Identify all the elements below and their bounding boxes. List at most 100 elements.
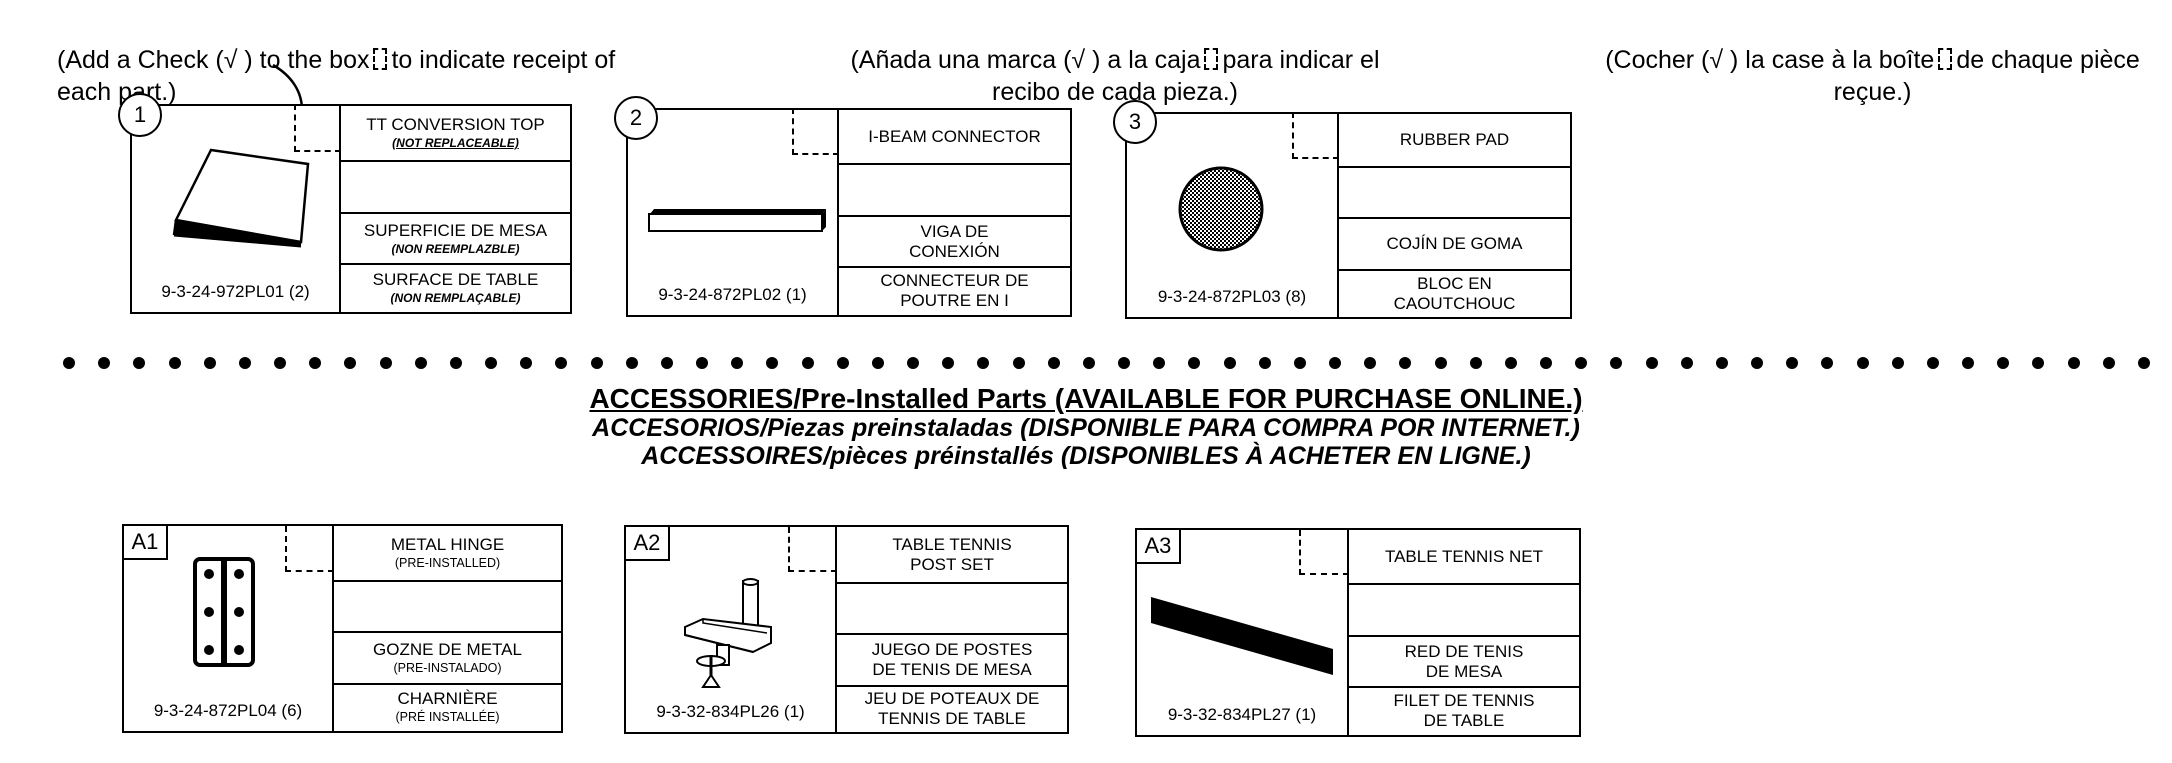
separator-dot <box>731 357 743 369</box>
table-tennis-net-icon <box>1151 597 1333 675</box>
separator-dot <box>907 357 919 369</box>
label-spanish: GOZNE DE METAL <box>373 639 522 659</box>
separator-dot <box>485 357 497 369</box>
part-card-3: 9-3-24-872PL03 (8) RUBBER PAD COJÍN DE G… <box>1125 112 1572 319</box>
label-spanish-line1: JUEGO DE POSTES <box>871 640 1033 659</box>
receipt-checkbox[interactable] <box>1299 530 1349 575</box>
receipt-checkbox[interactable] <box>285 526 334 572</box>
separator-dot <box>1329 357 1341 369</box>
accessories-heading-spanish: ACCESORIOS/Piezas preinstaladas (DISPONI… <box>592 414 1580 442</box>
separator-dot <box>63 357 75 369</box>
description-blank <box>837 582 1067 633</box>
description-french: SURFACE DE TABLE (NON REMPLAÇABLE) <box>341 263 570 311</box>
label-french: SURFACE DE TABLE <box>372 270 539 289</box>
separator-dot <box>520 357 532 369</box>
separator-dot <box>380 357 392 369</box>
part-number: 9-3-24-872PL03 (8) <box>1157 287 1307 306</box>
receipt-checkbox[interactable] <box>788 527 837 572</box>
separator-dot <box>591 357 603 369</box>
accessory-label: A3 <box>1134 527 1182 564</box>
part-number-badge: 3 <box>1113 100 1157 144</box>
instruction-spanish-line2: recibo de cada pieza.) <box>992 78 1238 106</box>
note-spanish: (PRE-INSTALADO) <box>393 660 502 675</box>
label-french-line2: POUTRE EN I <box>900 291 1009 310</box>
separator-dot <box>1083 357 1095 369</box>
receipt-checkbox[interactable] <box>1292 112 1339 159</box>
part-number: 9-3-32-834PL27 (1) <box>1167 705 1317 724</box>
separator-dot <box>2032 357 2044 369</box>
label-spanish-line1: VIGA DE <box>920 221 989 241</box>
label-spanish-line2: DE MESA <box>1425 661 1503 681</box>
accessory-description: TABLE TENNIS NET RED DE TENIS DE MESA FI… <box>1347 530 1579 735</box>
description-blank <box>1349 583 1579 635</box>
instruction-english-before: (Add a Check (√ ) to the box <box>57 46 370 74</box>
part-number: 9-3-24-972PL01 (2) <box>161 282 310 301</box>
instruction-french-after: de chaque pièce <box>1956 46 2140 74</box>
label-french-line1: CONNECTEUR DE <box>880 271 1029 290</box>
description-blank <box>334 580 561 631</box>
accessory-card-a2: A2 9-3-32-834PL26 (1) TABLE TENNIS POST … <box>623 524 1069 734</box>
separator-dot <box>2103 357 2115 369</box>
separator-dot <box>942 357 954 369</box>
separator-dot <box>1927 357 1939 369</box>
receipt-checkbox[interactable] <box>294 104 341 152</box>
separator-dot <box>837 357 849 369</box>
description-french: FILET DE TENNIS DE TABLE <box>1349 686 1579 734</box>
separator-dot <box>1997 357 2009 369</box>
instruction-french-line2: reçue.) <box>1833 78 1912 106</box>
part-image-area: 9-3-24-872PL02 (1) <box>628 108 839 315</box>
separator-dot <box>1540 357 1552 369</box>
separator-dot <box>1470 357 1482 369</box>
metal-hinge-icon <box>193 557 255 667</box>
separator-dot <box>309 357 321 369</box>
description-spanish: VIGA DE CONEXIÓN <box>839 215 1070 266</box>
part-card-2: 9-3-24-872PL02 (1) I-BEAM CONNECTOR VIGA… <box>626 108 1072 317</box>
separator-dot <box>555 357 567 369</box>
accessory-image-area: A3 9-3-32-834PL27 (1) <box>1134 527 1349 735</box>
separator-dot <box>1575 357 1587 369</box>
part-number: 9-3-24-872PL02 (1) <box>658 285 807 304</box>
separator-dot <box>204 357 216 369</box>
accessories-heading-french: ACCESSOIRES/pièces préinstallés (DISPONI… <box>641 442 1531 470</box>
description-spanish: SUPERFICIE DE MESA (NON REEMPLAZBLE) <box>341 212 570 263</box>
description-english: TABLE TENNIS POST SET <box>837 527 1067 582</box>
label-french-line1: JEU DE POTEAUX DE <box>864 689 1040 708</box>
checkbox-icon <box>373 48 388 70</box>
part-number: 9-3-32-834PL26 (1) <box>656 702 805 721</box>
accessory-card-a3: A3 9-3-32-834PL27 (1) TABLE TENNIS NET R… <box>1134 527 1581 737</box>
description-spanish: GOZNE DE METAL (PRE-INSTALADO) <box>334 631 561 683</box>
note-english: (NOT REPLACEABLE) <box>392 136 519 150</box>
note-french: (PRÉ INSTALLÉE) <box>395 710 500 724</box>
checkbox-icon <box>1204 48 1219 70</box>
separator-dot <box>1646 357 1658 369</box>
separator-dot <box>802 357 814 369</box>
checkbox-icon <box>1938 48 1953 70</box>
note-french: (NON REMPLAÇABLE) <box>390 291 521 305</box>
separator-dot <box>766 357 778 369</box>
accessory-card-a1: A1 9-3-24-872PL04 (6) METAL HINGE (PRE-I… <box>121 523 563 733</box>
separator-dot <box>98 357 110 369</box>
separator-dot <box>1962 357 1974 369</box>
label-french: CHARNIÈRE <box>397 689 498 708</box>
separator-dot <box>1751 357 1763 369</box>
description-blank <box>839 163 1070 215</box>
separator-dot <box>1048 357 1060 369</box>
description-blank <box>1339 166 1570 217</box>
separator-dot <box>1013 357 1025 369</box>
part-number: 9-3-24-872PL04 (6) <box>153 701 303 720</box>
separator-dot <box>1610 357 1622 369</box>
description-french: JEU DE POTEAUX DE TENNIS DE TABLE <box>837 685 1067 731</box>
label-english: I-BEAM CONNECTOR <box>868 126 1041 146</box>
label-french-line1: BLOC EN <box>1417 273 1492 293</box>
accessory-description: METAL HINGE (PRE-INSTALLED) GOZNE DE MET… <box>332 526 561 731</box>
separator-dot <box>1857 357 1869 369</box>
separator-dot <box>977 357 989 369</box>
separator-dot <box>1435 357 1447 369</box>
accessory-label: A2 <box>623 524 671 561</box>
part-number-badge: 1 <box>118 93 162 137</box>
description-spanish: COJÍN DE GOMA <box>1339 217 1570 269</box>
description-spanish: JUEGO DE POSTES DE TENIS DE MESA <box>837 633 1067 685</box>
receipt-checkbox[interactable] <box>792 108 839 155</box>
label-english-line2: POST SET <box>910 554 994 574</box>
